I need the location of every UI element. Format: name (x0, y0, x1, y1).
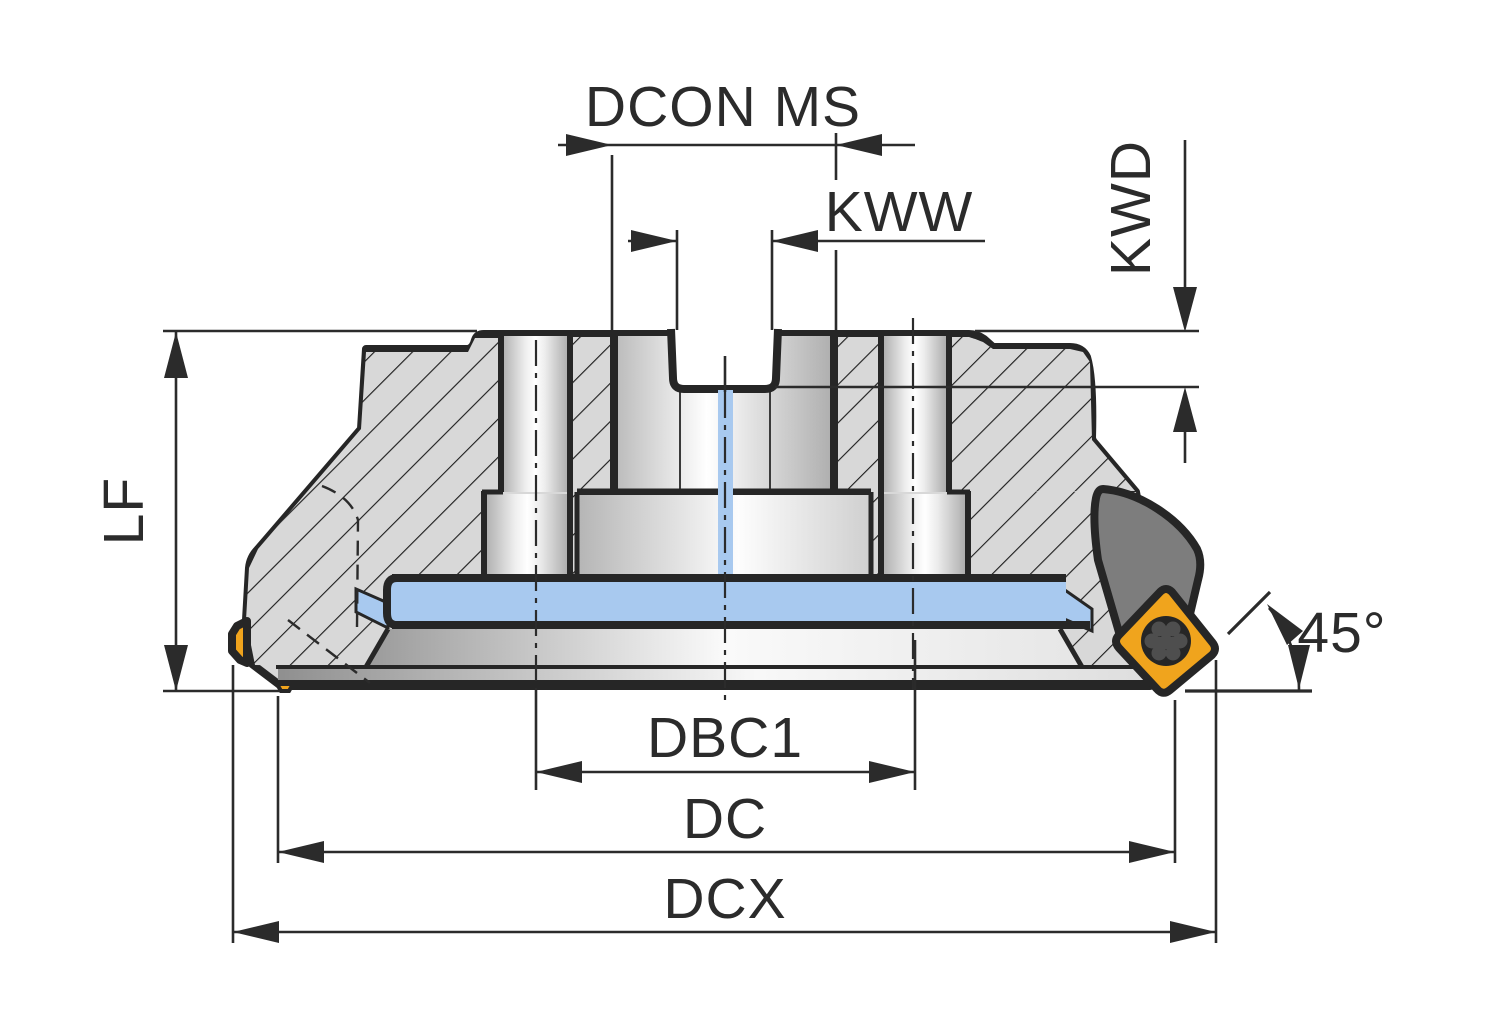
dimension-label-lf: LF (92, 477, 156, 546)
dimension-dcon-ms: DCON MS (558, 75, 915, 330)
dimension-dbc1: DBC1 (534, 640, 917, 790)
dimension-dc: DC (276, 696, 1177, 863)
dimension-kwd: KWD (775, 140, 1199, 463)
dimension-label-dbc1: DBC1 (647, 706, 803, 770)
dimension-label-dcx: DCX (663, 867, 786, 931)
insert-left (228, 617, 297, 693)
dimension-label-kwd: KWD (1099, 140, 1163, 276)
drive-slot-highlight (354, 390, 1094, 634)
centerlines (534, 318, 915, 703)
annotation-lead-angle: 45° (1185, 590, 1386, 693)
dimension-dcx: DCX (231, 660, 1218, 943)
dimension-label-dc: DC (683, 787, 767, 851)
dimension-label-dcon-ms: DCON MS (585, 75, 861, 139)
dimension-label-kww: KWW (825, 180, 974, 244)
dimension-kww: KWW (628, 180, 985, 330)
torx-screw (1141, 616, 1191, 666)
dimension-lf: LF (92, 329, 477, 693)
hidden-edges (287, 484, 371, 684)
hub-flange (276, 627, 1149, 688)
dimension-label-angle: 45° (1297, 601, 1386, 665)
mount-hole-right (878, 334, 971, 577)
